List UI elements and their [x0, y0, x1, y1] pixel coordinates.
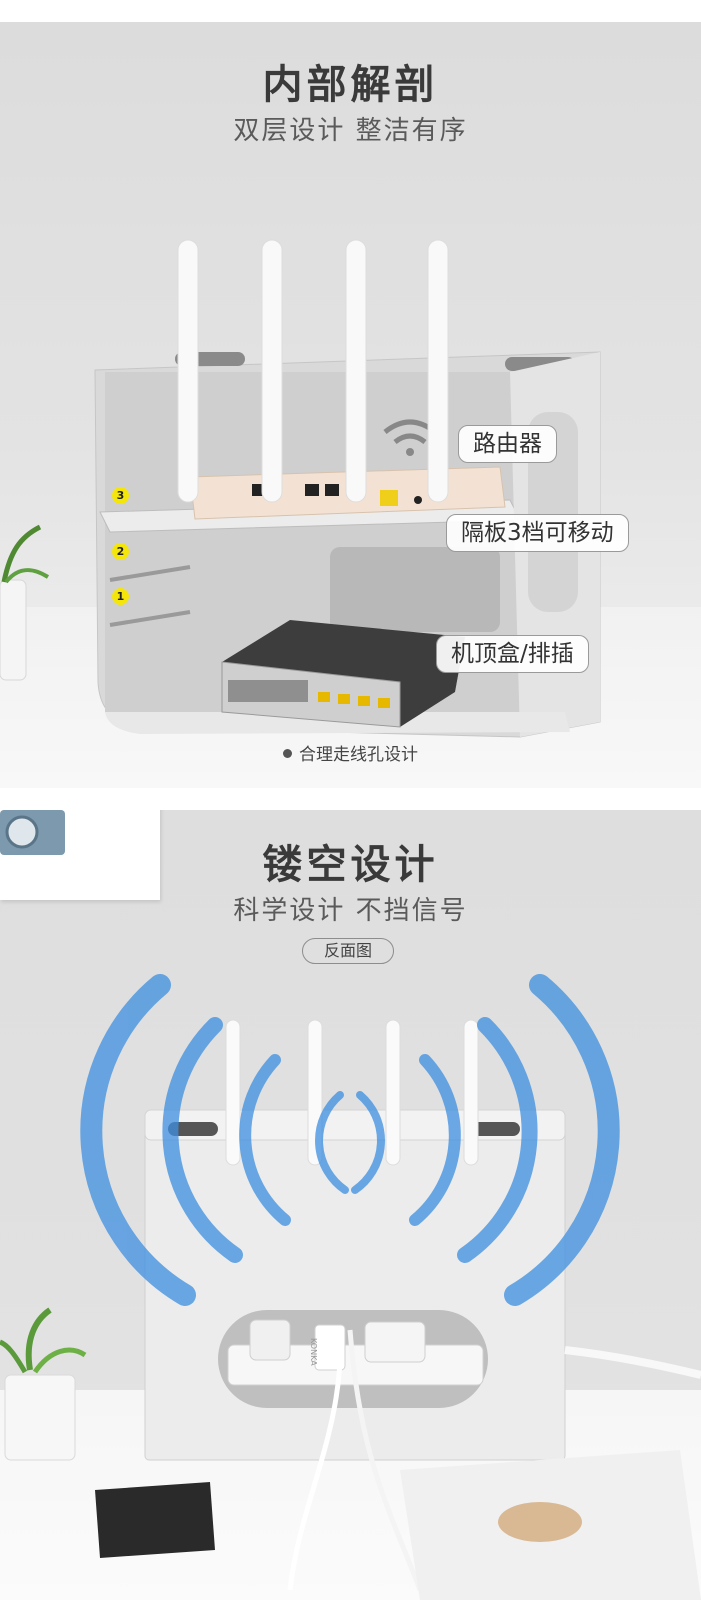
magazine [400, 1450, 701, 1600]
callout-settop: 机顶盒/排插 [436, 635, 589, 673]
plant-right-pot [0, 1307, 87, 1461]
antennas [225, 1019, 479, 1166]
organizer-box-back [144, 1109, 701, 1591]
back-view-label: 反面图 [302, 938, 394, 964]
shelf-level-badge-3: 3 [112, 487, 129, 504]
section1-subtitle: 双层设计 整洁有序 [233, 116, 468, 146]
camera-icon [0, 810, 65, 855]
wiring-note: 合理走线孔设计 [0, 740, 701, 765]
phone [95, 1482, 215, 1558]
router [177, 239, 506, 520]
signal-waves-icon [80, 974, 620, 1306]
hollow-illustration [0, 810, 701, 1600]
outlet-brand: KONKA [309, 1338, 318, 1366]
callout-router: 路由器 [458, 425, 557, 463]
wiring-note-text: 合理走线孔设计 [299, 745, 418, 765]
section-interior: 内部解剖 双层设计 整洁有序 路由器 隔板3档可移动 机顶盒/排插 3 2 1 … [0, 22, 701, 788]
section2-subtitle: 科学设计 不挡信号 [233, 896, 468, 926]
section1-title: 内部解剖 [262, 62, 439, 108]
set-top-box [221, 620, 465, 728]
section2-title: 镂空设计 [262, 842, 439, 888]
callout-shelf: 隔板3档可移动 [446, 514, 629, 552]
plant-left [0, 524, 50, 681]
bullet-dot-icon [283, 749, 292, 758]
shelf-level-badge-2: 2 [112, 543, 129, 560]
shelf-level-badge-1: 1 [112, 588, 129, 605]
section-hollow: 镂空设计 科学设计 不挡信号 反面图 KONKA [0, 810, 701, 1600]
